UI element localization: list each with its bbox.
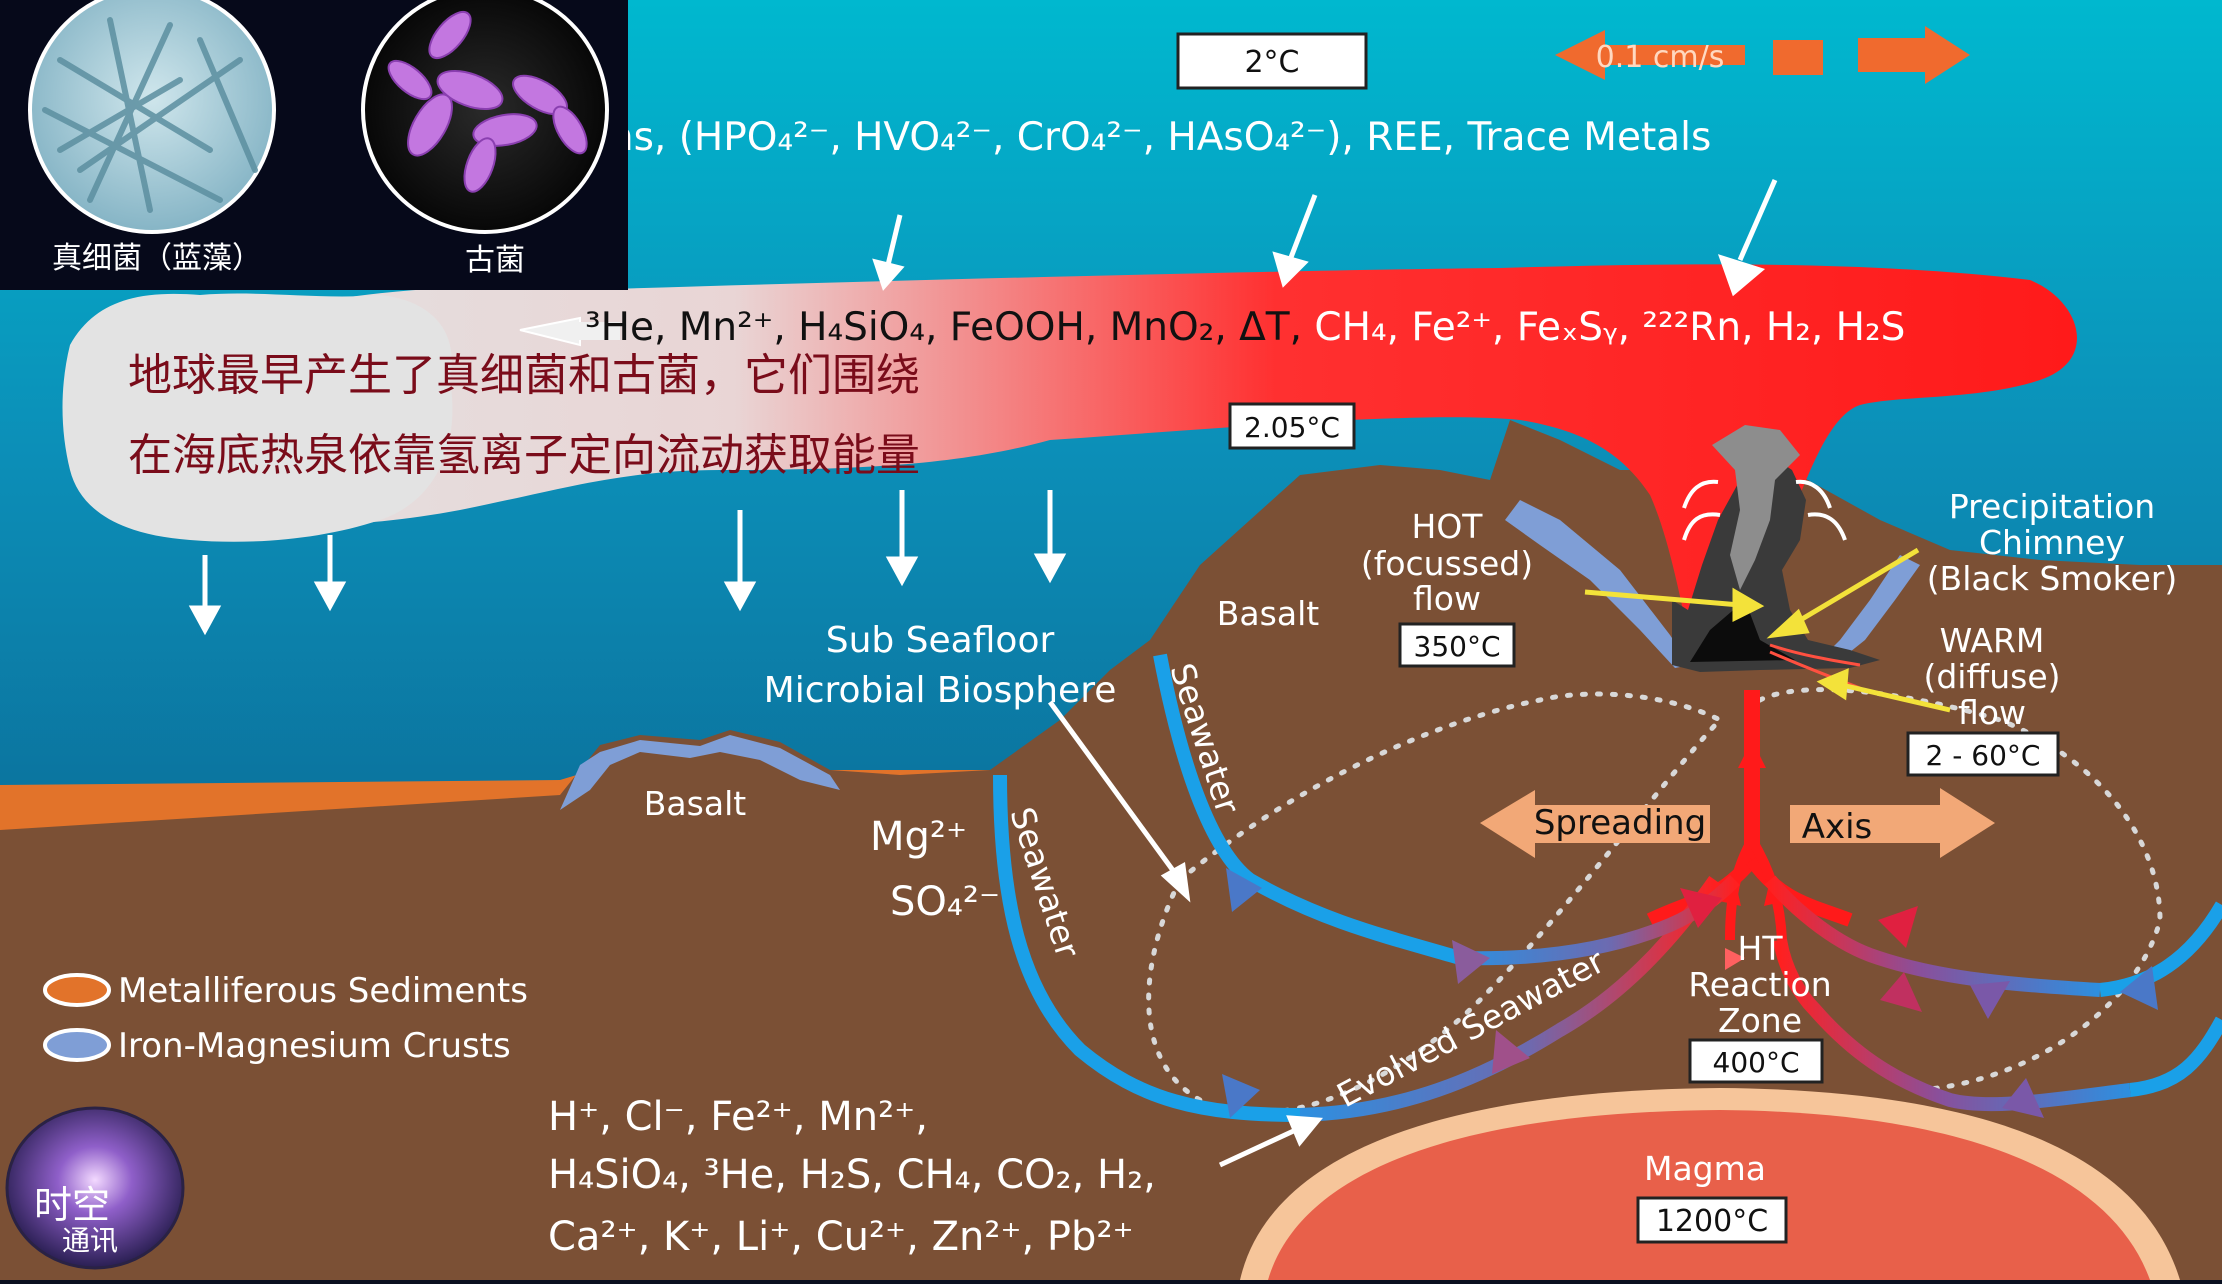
eubacteria-caption: 真细菌（蓝藻） <box>52 241 262 276</box>
fluid-species-line1: H⁺, Cl⁻, Fe²⁺, Mn²⁺, <box>548 1094 928 1140</box>
archaea-micrograph <box>361 0 609 234</box>
warm-flow-line3: flow <box>1958 693 2026 732</box>
cn-caption-line1: 地球最早产生了真细菌和古菌，它们围绕 <box>128 350 920 401</box>
precip-chimney-line2: Chimney <box>1979 523 2125 562</box>
magma-label: Magma <box>1644 1149 1766 1188</box>
svg-text:400°C: 400°C <box>1713 1046 1800 1079</box>
seawater-downflow-left <box>993 774 1301 1122</box>
watermark-logo: 时空 通讯 <box>5 1106 185 1270</box>
hot-flow-line1: HOT <box>1412 507 1484 546</box>
current-right-arrow <box>1858 26 1970 84</box>
archaea-caption: 古菌 <box>465 243 525 278</box>
plume-species-dark: ³He, Mn²⁺, H₄SiO₄, FeOOH, MnO₂, ΔT, <box>585 305 1302 350</box>
evolved-seawater-right-path-bottom <box>1773 938 2131 1112</box>
seawater-downflow-right-bottom <box>2129 1016 2222 1097</box>
black-smoker-chimney <box>1672 425 1880 690</box>
warm-flow-line2: (diffuse) <box>1923 657 2060 696</box>
svg-text:2°C: 2°C <box>1244 45 1299 80</box>
stem-arrow-head <box>1738 740 1766 768</box>
legend-label-crust: Iron-Magnesium Crusts <box>118 1026 511 1066</box>
spreading-arrow-left <box>1480 790 1710 858</box>
hydrothermal-plume <box>73 264 2078 640</box>
temp-box-warm: 2 - 60°C <box>1906 731 2060 777</box>
legend-label-sediment: Metalliferous Sediments <box>118 971 528 1011</box>
current-scale-block <box>1773 40 1823 75</box>
evolved-seawater-right-path-top <box>1764 875 2101 997</box>
ht-zone-line1: HT <box>1738 929 1784 968</box>
iron-magnesium-crust-left <box>560 735 840 810</box>
temp-box-ht: 400°C <box>1688 1038 1824 1084</box>
svg-text:350°C: 350°C <box>1414 630 1501 663</box>
svg-text:1200°C: 1200°C <box>1656 1204 1768 1239</box>
seawater-downflow-right-top <box>2099 901 2222 997</box>
white-pointer-arrows <box>1047 700 1323 1168</box>
eubacteria-micrograph <box>28 0 276 234</box>
iron-magnesium-crust-chimney-left <box>1505 500 1690 668</box>
top-species-text: Oxyanions, (HPO₄²⁻, HVO₄²⁻, CrO₄²⁻, HAsO… <box>449 115 1712 160</box>
temp-box-hot: 350°C <box>1398 622 1516 668</box>
legend: Metalliferous Sediments Iron-Magnesium C… <box>43 971 528 1066</box>
svg-text:2.05°C: 2.05°C <box>1244 411 1340 444</box>
plume-left-cloud-lobe <box>62 293 453 542</box>
watermark-line1: 时空 <box>34 1183 110 1227</box>
ht-zone-line2: Reaction <box>1688 965 1831 1004</box>
current-left-arrow <box>1555 30 1745 80</box>
fallout-arrows <box>188 178 1778 636</box>
current-speed-label: 0.1 cm/s <box>1596 40 1725 75</box>
evolved-seawater-left-path <box>1299 875 1721 1122</box>
plume-species-text: ³He, Mn²⁺, H₄SiO₄, FeOOH, MnO₂, ΔT, CH₄,… <box>585 305 1905 350</box>
hot-flow-line3: flow <box>1413 579 1481 618</box>
svg-text:2 - 60°C: 2 - 60°C <box>1926 739 2041 772</box>
precip-chimney-line1: Precipitation <box>1949 487 2155 526</box>
spreading-label: Spreading <box>1534 803 1706 843</box>
spreading-arrow-right <box>1790 788 1995 858</box>
watermark-line2: 通讯 <box>62 1224 118 1257</box>
temp-box-surface: 2°C <box>1176 32 1368 90</box>
temp-box-plume: 2.05°C <box>1228 402 1356 450</box>
circulation-dotted-path-left <box>1146 691 1725 1116</box>
iron-magnesium-crust-chimney-right <box>1815 555 1920 668</box>
so4-ion-label: SO₄²⁻ <box>890 879 1000 925</box>
mg-ion-label: Mg²⁺ <box>870 814 967 860</box>
seawater-downflow-middle <box>1153 653 1462 965</box>
basalt-label-left: Basalt <box>644 784 746 823</box>
fluid-species-line3: Ca²⁺, K⁺, Li⁺, Cu²⁺, Zn²⁺, Pb²⁺ <box>548 1214 1134 1260</box>
microbe-inset-panel: 真细菌（蓝藻） 古菌 <box>0 0 628 290</box>
ht-zone-line3: Zone <box>1718 1001 1802 1040</box>
warm-flow-line1: WARM <box>1940 621 2045 660</box>
legend-swatch-sediment <box>43 973 111 1007</box>
hot-flow-line2: (focussed) <box>1361 544 1533 583</box>
axis-label: Axis <box>1802 807 1873 847</box>
biosphere-line1: Sub Seafloor <box>826 620 1055 661</box>
flow-arrow-heads <box>1222 868 2158 1118</box>
basalt-label-right: Basalt <box>1217 594 1319 633</box>
cn-caption-line2: 在海底热泉依靠氢离子定向流动获取能量 <box>128 430 920 481</box>
temp-box-magma: 1200°C <box>1636 1196 1788 1244</box>
biosphere-line2: Microbial Biosphere <box>764 670 1117 711</box>
precip-chimney-line3: (Black Smoker) <box>1927 559 2178 598</box>
fluid-species-line2: H₄SiO₄, ³He, H₂S, CH₄, CO₂, H₂, <box>548 1152 1156 1198</box>
plume-drift-arrow-shaft <box>578 322 620 340</box>
plume-species-light: CH₄, Fe²⁺, FeₓSᵧ, ²²²Rn, H₂, H₂S <box>1302 305 1905 350</box>
legend-swatch-crust <box>43 1028 111 1062</box>
yellow-pointer-arrows <box>1584 547 1951 713</box>
magma-chamber <box>1268 1110 2150 1280</box>
